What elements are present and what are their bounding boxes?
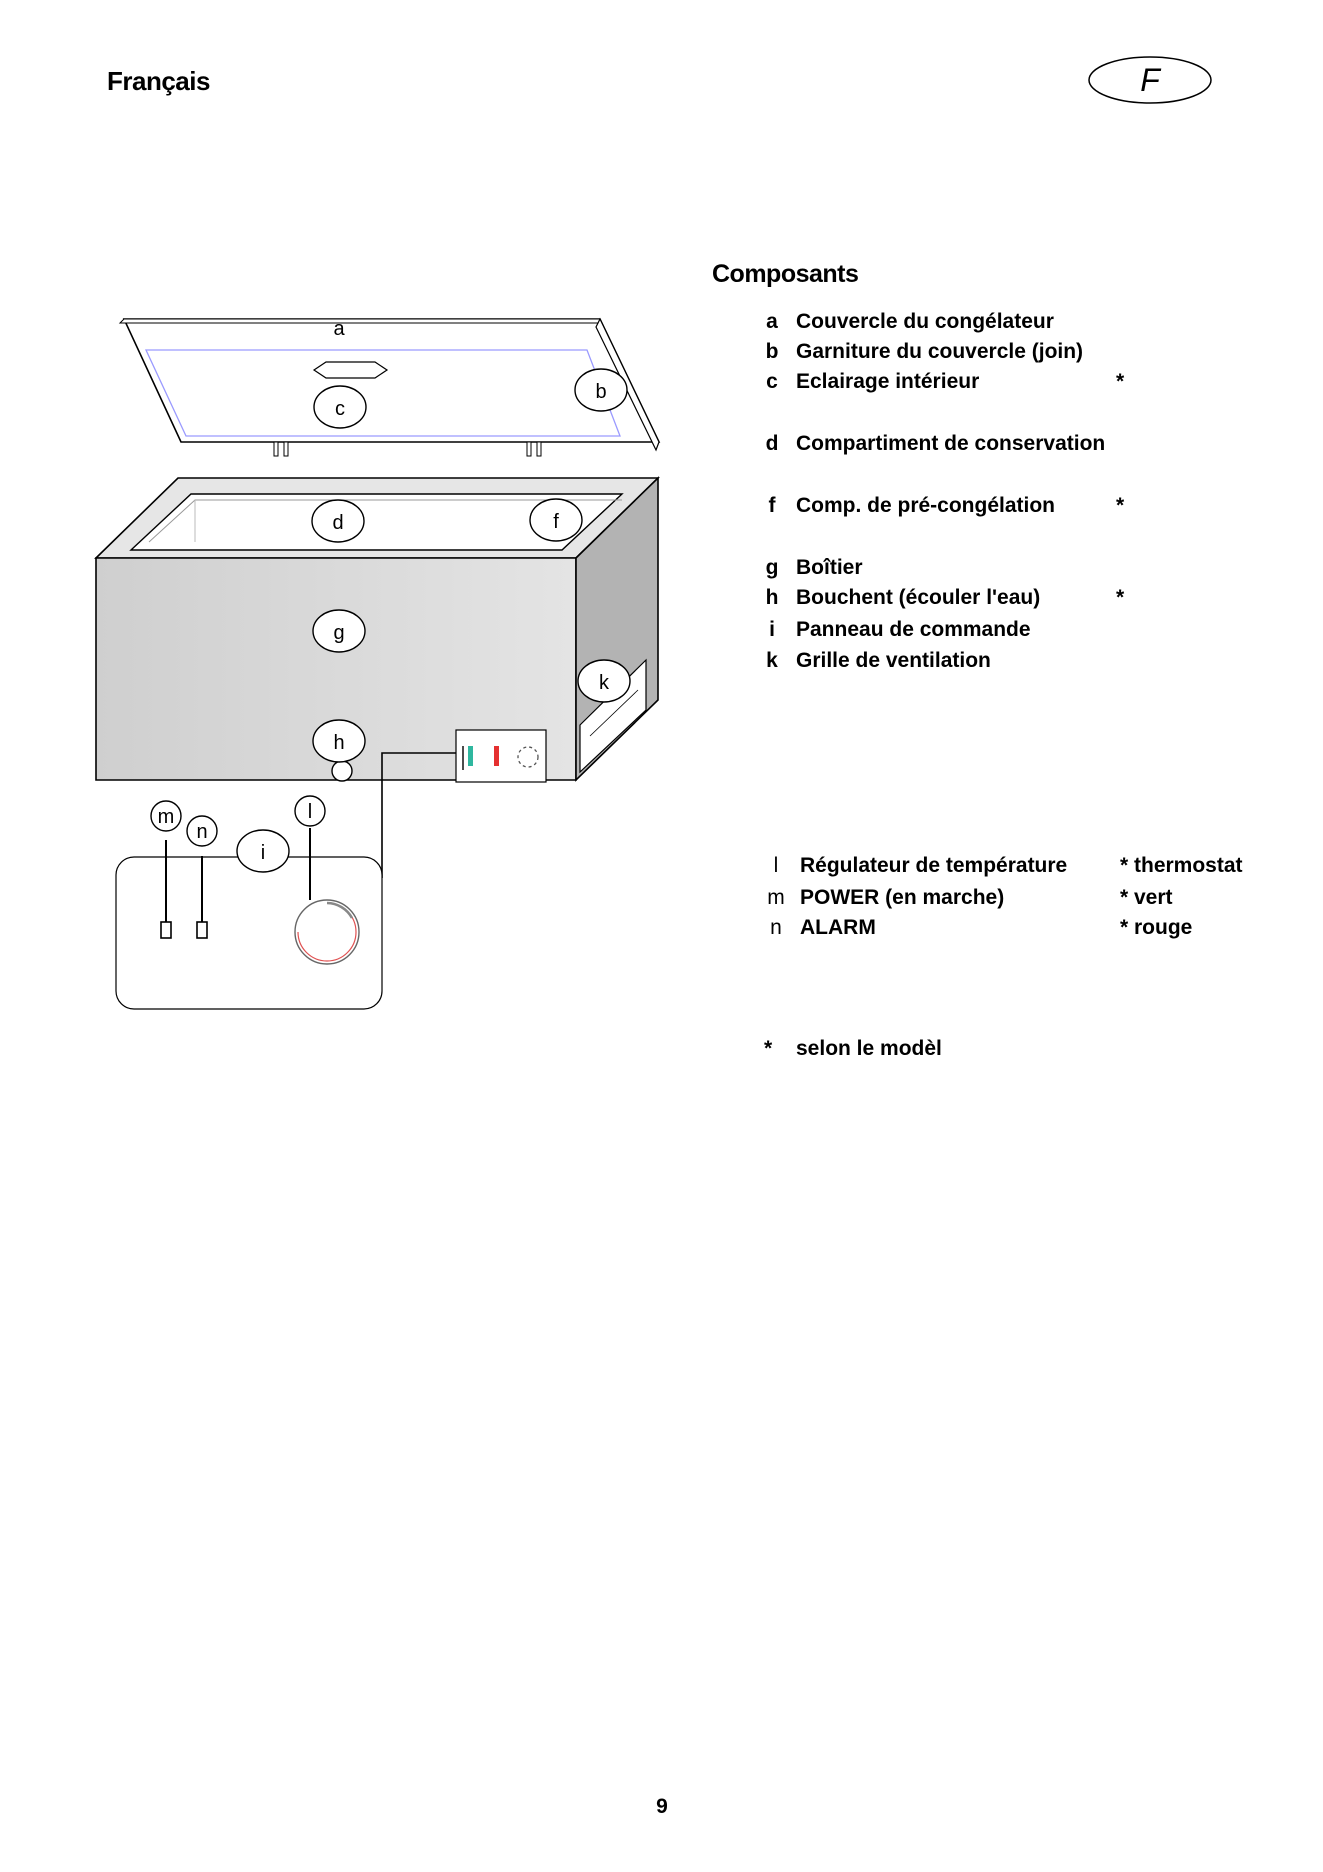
component-label: Garniture du couvercle (join)	[796, 340, 1084, 363]
component-key: d	[765, 432, 779, 455]
callout-label: d	[332, 512, 343, 534]
component-label: Panneau de commande	[796, 618, 1031, 641]
freezer-diagram-svg: c b d f g k h m	[94, 317, 661, 1010]
language-code: F	[1140, 62, 1160, 98]
footnote-text: selon le modèl	[796, 1037, 942, 1060]
callout-label: i	[261, 842, 265, 864]
component-label: Bouchent (écouler l'eau)	[796, 586, 1041, 609]
component-label: Eclairage intérieur	[796, 370, 980, 393]
callout-a: a	[333, 318, 345, 340]
component-key: g	[765, 556, 779, 579]
control-label: ALARM	[800, 916, 876, 939]
component-label: Grille de ventilation	[796, 649, 991, 672]
callout-label: n	[196, 821, 207, 843]
lid-gasket	[144, 349, 621, 437]
page-language-heading: Français	[107, 66, 210, 96]
component-key: h	[765, 586, 779, 609]
temperature-dial	[294, 899, 360, 965]
control-key: m	[767, 886, 785, 909]
callout-label: k	[599, 672, 610, 694]
callout-d: d	[311, 499, 365, 543]
callout-k: k	[577, 659, 631, 703]
control-note: * thermostat	[1120, 854, 1243, 877]
callout-label: f	[553, 511, 559, 533]
freezer-cabinet	[94, 476, 660, 782]
page-number: 9	[656, 1795, 668, 1818]
component-key: c	[766, 370, 778, 393]
callout-label: h	[333, 732, 344, 754]
component-key: i	[769, 618, 775, 641]
callout-n: n	[186, 815, 218, 847]
control-key: n	[770, 916, 782, 939]
alarm-led-icon	[494, 746, 499, 766]
control-key: l	[773, 854, 779, 877]
footnote-mark: *	[764, 1037, 773, 1060]
control-note: * vert	[1120, 886, 1173, 909]
freezer-diagram: c b d f g k h m	[90, 310, 670, 1025]
callout-m: m	[150, 800, 182, 832]
section-title: Composants	[712, 260, 859, 288]
drain-plug	[331, 760, 353, 782]
model-dependent-mark: *	[1116, 494, 1125, 517]
component-label: Compartiment de conservation	[796, 432, 1106, 455]
interior-light-icon	[312, 361, 389, 379]
component-label: Boîtier	[796, 556, 863, 579]
model-dependent-mark: *	[1116, 586, 1125, 609]
callout-label: m	[158, 806, 175, 828]
callout-b: b	[574, 368, 628, 412]
component-label: Comp. de pré-congélation	[796, 494, 1056, 517]
callout-label: c	[335, 398, 345, 420]
callout-i: i	[236, 829, 290, 873]
callout-label: g	[333, 622, 344, 644]
callout-f: f	[529, 498, 583, 542]
callout-l: l	[294, 795, 326, 827]
power-led-icon	[468, 746, 473, 766]
control-label: Régulateur de température	[800, 854, 1068, 877]
callout-h: h	[312, 719, 366, 763]
model-dependent-mark: *	[1116, 370, 1125, 393]
freezer-lid	[118, 317, 661, 452]
component-key: b	[765, 340, 779, 363]
callout-g: g	[312, 609, 366, 653]
callout-label: l	[308, 801, 312, 823]
lid-hinges	[273, 441, 542, 457]
component-key: f	[768, 494, 776, 517]
alarm-lamp	[196, 921, 208, 939]
component-key: k	[766, 649, 778, 672]
callout-c: c	[313, 385, 367, 429]
power-lamp	[160, 921, 172, 939]
control-note: * rouge	[1120, 916, 1193, 939]
small-dial-icon	[517, 746, 539, 768]
control-label: POWER (en marche)	[800, 886, 1005, 909]
control-panel-enlargement	[115, 828, 383, 1010]
language-badge	[1088, 56, 1212, 104]
component-label: Couvercle du congélateur	[796, 310, 1054, 333]
callout-label: b	[595, 381, 606, 403]
component-key: a	[766, 310, 778, 333]
cabinet-control-strip	[455, 729, 547, 783]
